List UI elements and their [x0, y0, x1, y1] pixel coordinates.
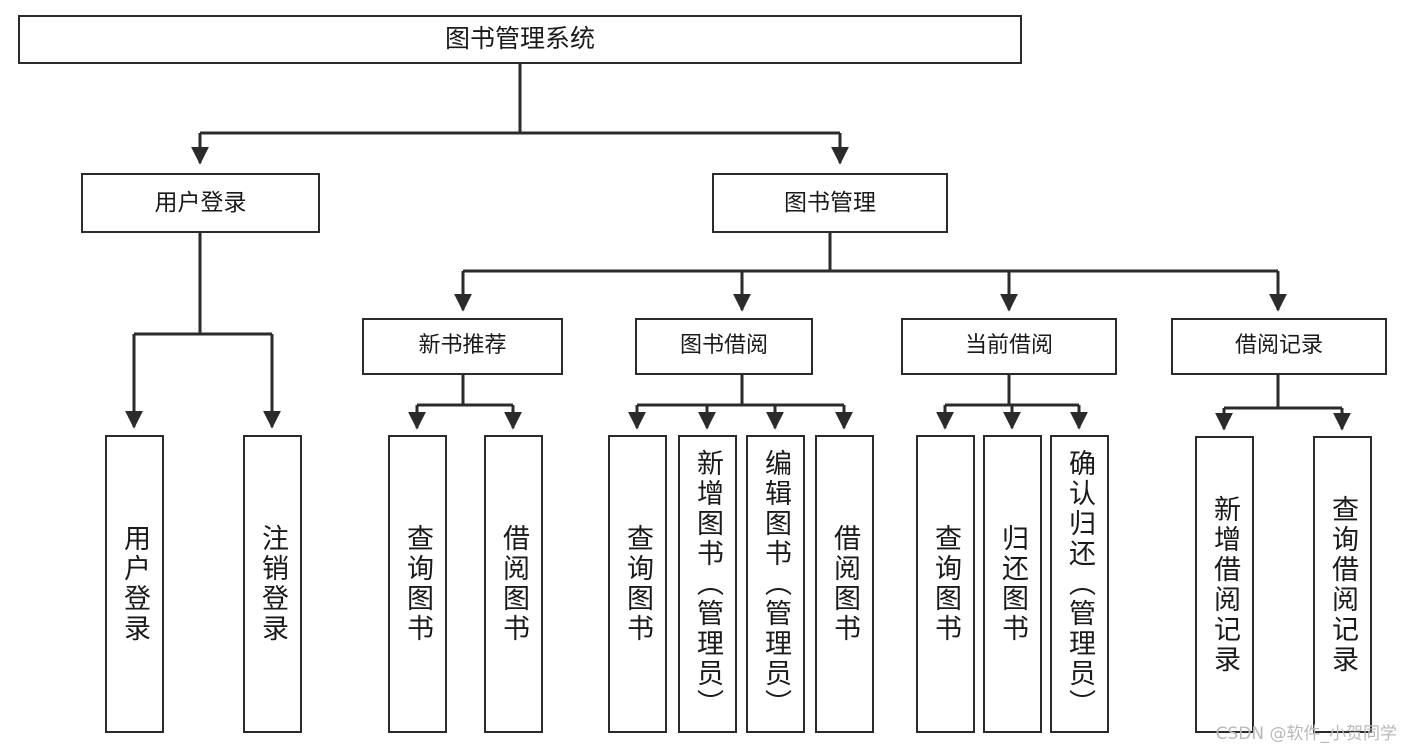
node-user-login[interactable]: 用户登录: [81, 173, 320, 233]
leaf-borrow-edit-book[interactable]: 编辑图书（管理员）: [746, 435, 805, 733]
leaf-current-confirm-return[interactable]: 确认归还（管理员）: [1050, 435, 1109, 733]
node-label: 查询借阅记录: [1327, 494, 1358, 675]
leaf-user-login-signin[interactable]: 用户登录: [105, 435, 164, 733]
leaf-current-query-book[interactable]: 查询图书: [916, 435, 975, 733]
node-label: 用户登录: [154, 189, 247, 216]
node-label: 新增图书（管理员）: [692, 449, 723, 719]
node-label: 借阅记录: [1234, 333, 1323, 359]
node-label: 注销登录: [257, 524, 288, 644]
node-label: 查询图书: [930, 524, 961, 644]
leaf-borrow-add-book[interactable]: 新增图书（管理员）: [678, 435, 737, 733]
node-label: 新增借阅记录: [1209, 494, 1240, 675]
node-label: 借阅图书: [829, 524, 860, 644]
node-label: 确认归还（管理员）: [1064, 449, 1095, 719]
node-book-management[interactable]: 图书管理: [712, 173, 948, 233]
leaf-new-book-borrow[interactable]: 借阅图书: [484, 435, 543, 733]
leaf-borrow-query-book[interactable]: 查询图书: [608, 435, 667, 733]
leaf-user-login-signout[interactable]: 注销登录: [243, 435, 302, 733]
node-label: 用户登录: [119, 524, 150, 644]
leaf-current-return-book[interactable]: 归还图书: [983, 435, 1042, 733]
node-book-borrow[interactable]: 图书借阅: [635, 318, 813, 375]
node-root-system[interactable]: 图书管理系统: [18, 15, 1022, 64]
node-label: 借阅图书: [498, 524, 529, 644]
node-label: 图书管理: [784, 189, 876, 216]
node-borrow-record[interactable]: 借阅记录: [1171, 318, 1387, 375]
node-new-book-recommend[interactable]: 新书推荐: [362, 318, 563, 375]
node-label: 新书推荐: [418, 333, 507, 359]
node-label: 归还图书: [997, 524, 1028, 644]
node-label: 查询图书: [402, 524, 433, 644]
node-label: 查询图书: [622, 524, 653, 644]
node-label: 图书管理系统: [444, 24, 595, 54]
node-label: 图书借阅: [679, 333, 768, 359]
node-label: 当前借阅: [964, 333, 1053, 359]
leaf-record-add[interactable]: 新增借阅记录: [1195, 436, 1254, 733]
leaf-record-query[interactable]: 查询借阅记录: [1313, 436, 1372, 733]
watermark-text: CSDN @软件_小贺同学: [1215, 724, 1397, 744]
node-label: 编辑图书（管理员）: [760, 449, 791, 719]
leaf-new-book-query[interactable]: 查询图书: [388, 435, 447, 733]
node-current-borrow[interactable]: 当前借阅: [901, 318, 1117, 375]
leaf-borrow-borrow-book[interactable]: 借阅图书: [815, 435, 874, 733]
